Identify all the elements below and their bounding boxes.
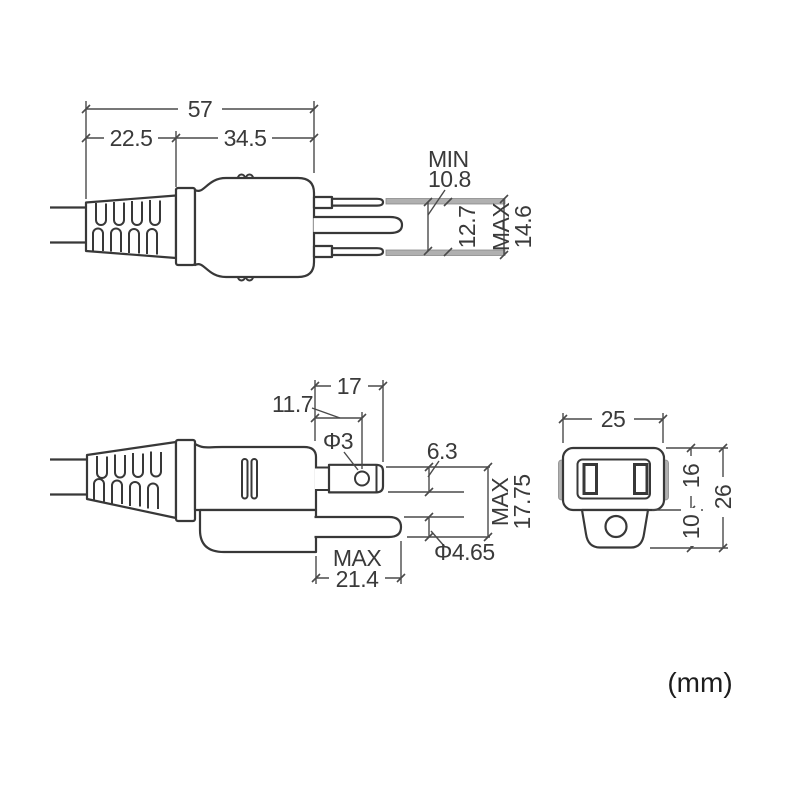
dim-boot-length: 22.5 [110,125,153,151]
cord-lines [50,206,88,244]
dim-pin-length: 21.4 [336,566,379,592]
dim-outlet-width: 25 [601,406,626,432]
dim-blade-width: 6.3 [427,438,457,464]
plug-top-view: 57 22.5 34.5 MIN 10.8 12.7 MAX 14.6 [50,96,536,282]
boot-flange [174,186,197,267]
blade-slot-right [633,463,649,495]
dim-upper-height: 16 [678,464,704,489]
dim-blade-pitch: 12.7 [454,206,480,249]
lower-blade [330,247,385,257]
upper-blade [330,197,385,207]
ground-pin [313,215,404,235]
cord-lines [50,458,88,496]
dim-blade-to-pin-span: 17.75 [509,474,535,529]
dim-blade-gap-prefix: MIN [428,146,469,172]
dim-lower-height: 10 [678,515,704,540]
parting-marks [237,173,254,282]
dim-blade-length: 17 [337,373,362,399]
boot-ribs [93,451,162,509]
dim-total-height: 26 [710,485,736,510]
blade-hole [354,470,370,487]
dim-blade-gap: 10.8 [428,166,471,192]
plug-body-upper [193,442,318,512]
dim-pin-length-prefix: MAX [333,545,382,571]
plug-top-dimensions: 57 22.5 34.5 MIN 10.8 12.7 MAX 14.6 [81,96,536,260]
outlet-recess [576,458,651,500]
dim-body-length: 34.5 [224,125,267,151]
plug-side-view: 17 11.7 Φ3 6.3 MAX 17.75 Φ4.65 MAX 21.4 [50,373,535,592]
dim-blade-span: 14.6 [510,206,536,249]
vent-slot [250,458,258,500]
plug-body-lower [198,508,318,554]
dim-hole-offset: 11.7 [272,391,313,417]
outlet-dimensions: 25 16 10 26 [558,406,736,553]
lower-blade-base [312,244,334,259]
dim-span-prefix: MAX [487,478,513,527]
plug-body [193,176,316,279]
ground-pin [314,515,403,539]
dim-pin-diameter: Φ4.65 [434,539,495,565]
plug-side-dimensions: 17 11.7 Φ3 6.3 MAX 17.75 Φ4.65 MAX 21.4 [272,373,535,592]
dim-blade-span-prefix: MAX [488,203,514,252]
blade-neck [315,466,329,491]
dim-hole-diameter: Φ3 [323,428,353,454]
upper-blade-base [312,195,334,210]
boot-ribs [92,200,161,255]
vent-slot [241,458,249,500]
dim-overall-length: 57 [188,96,213,122]
outlet-face-view: 25 16 10 26 [558,406,736,553]
ground-hole [604,514,628,539]
boot-flange [174,438,197,523]
blade-slot-left [582,463,598,495]
unit-label: (mm) [667,667,732,698]
